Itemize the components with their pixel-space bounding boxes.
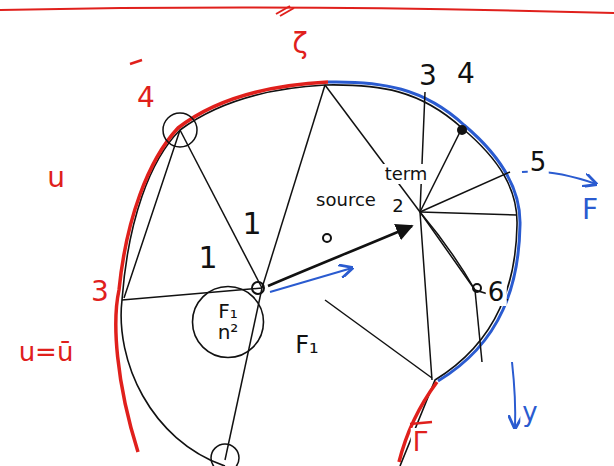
callout-label: term	[383, 164, 430, 184]
vertex-circle	[211, 444, 239, 466]
circled-term: F₁n²	[191, 285, 265, 359]
callout-label: source	[314, 190, 378, 210]
callout-label: F₁	[293, 332, 320, 358]
flux-arrow	[270, 268, 352, 292]
vertex-dot	[473, 284, 481, 292]
overbar	[410, 422, 432, 424]
callout-label: u	[45, 163, 67, 193]
callout-label: 4	[455, 59, 477, 89]
midpoint-dot	[323, 234, 331, 242]
top-red-line	[0, 8, 614, 13]
red-tick	[276, 6, 294, 16]
callout-label: 3	[417, 61, 439, 91]
dirichlet-boundary	[399, 382, 437, 462]
callout-label: 2	[390, 196, 405, 216]
domain-outline	[121, 85, 517, 466]
term-text: F₁	[218, 301, 238, 322]
callout-label: 1	[240, 208, 263, 240]
overbar	[130, 60, 142, 64]
vertex-dot	[457, 125, 467, 135]
callout-label: Γ	[411, 428, 430, 456]
callout-label: 6	[486, 278, 507, 306]
cell-center	[252, 282, 264, 294]
callout-label: 4	[135, 83, 157, 113]
callout-label: u=ū	[17, 338, 76, 366]
callout-label: y	[520, 398, 539, 426]
source-arrow	[268, 226, 412, 286]
vertex-circle	[163, 113, 197, 147]
flux-arrow	[512, 362, 515, 428]
circle-outline	[193, 287, 264, 358]
mesh-lines	[122, 85, 517, 460]
callout-label: 5	[528, 148, 549, 176]
callout-label: 3	[89, 277, 111, 307]
term-text: n²	[218, 322, 239, 343]
dirichlet-boundary	[116, 82, 328, 452]
callout-label: F	[580, 195, 600, 225]
callout-label: 1	[196, 242, 219, 274]
callout-label: ζ	[290, 29, 309, 59]
